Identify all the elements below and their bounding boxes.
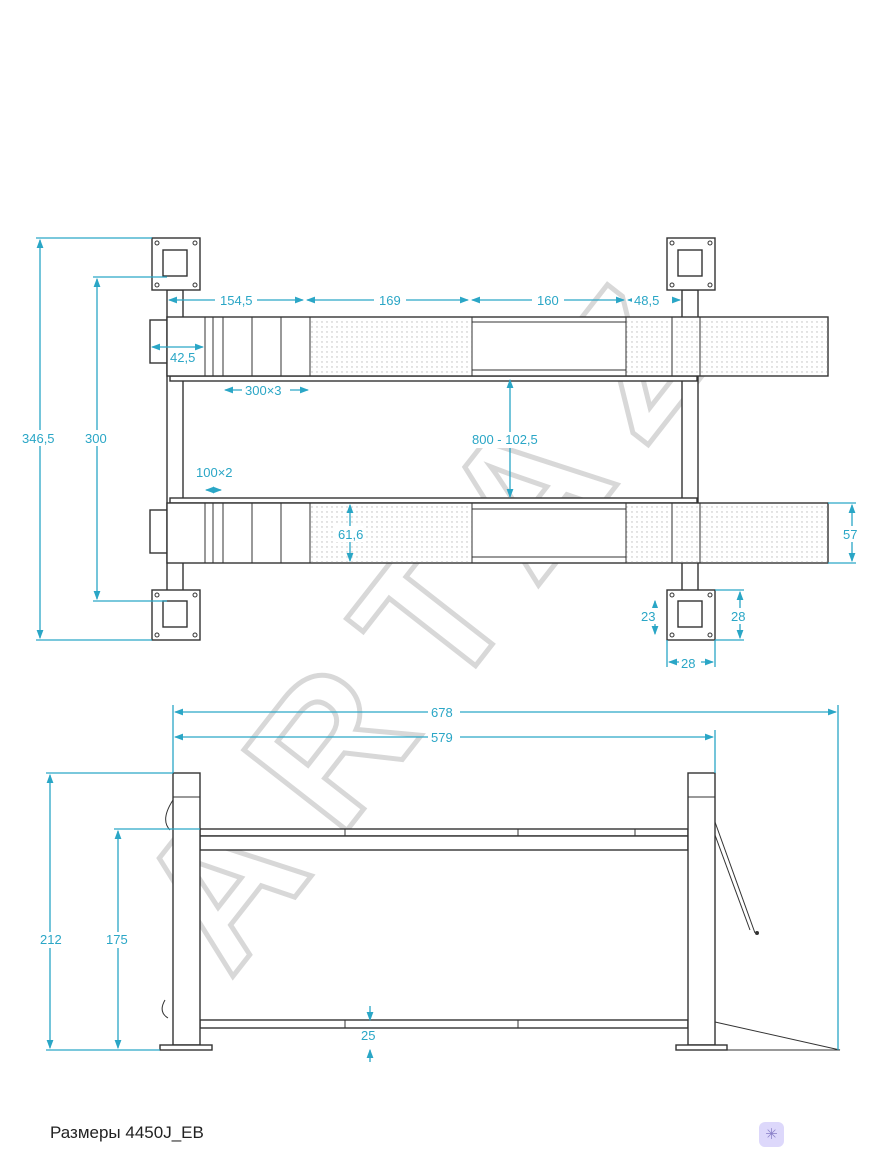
dim-seg1: 154,5	[220, 293, 253, 308]
runway-bottom	[149, 502, 829, 564]
top-view: 346,5 300 154,5 169 160 48,5 42,5 300×3 …	[18, 237, 864, 671]
drawing-caption: Размеры 4450J_EB	[50, 1123, 204, 1142]
dim-hole-small: 100×2	[196, 465, 233, 480]
dim-runway-width: 57	[843, 527, 857, 542]
side-view: 678 579 212 175 25	[38, 704, 841, 1062]
dim-overall-length: 346,5	[22, 431, 55, 446]
dim-inner-gap: 800 - 102,5	[472, 432, 538, 447]
dim-runway-inner: 61,6	[338, 527, 363, 542]
dim-lift-height: 175	[106, 932, 128, 947]
dim-post-spacing: 300	[85, 431, 107, 446]
dim-seg2: 169	[379, 293, 401, 308]
dim-post-h: 23	[641, 609, 655, 624]
dim-total-height: 212	[40, 932, 62, 947]
dim-overall-width: 678	[431, 705, 453, 720]
dim-holes: 300×3	[245, 383, 282, 398]
top-dimensions: 346,5 300 154,5 169 160 48,5 42,5 300×3 …	[18, 237, 864, 671]
dim-plate-w: 28	[681, 656, 695, 671]
dim-post-width: 579	[431, 730, 453, 745]
side-dimensions: 678 579 212 175 25	[38, 704, 839, 1062]
sparkle-icon[interactable]: ✳	[759, 1122, 784, 1147]
dim-seg3: 160	[537, 293, 559, 308]
dim-end-block: 42,5	[170, 350, 195, 365]
runway-top	[149, 316, 829, 377]
dim-min-height: 25	[361, 1028, 375, 1043]
dim-seg4: 48,5	[634, 293, 659, 308]
base-plate	[151, 237, 716, 641]
dim-plate-h: 28	[731, 609, 745, 624]
